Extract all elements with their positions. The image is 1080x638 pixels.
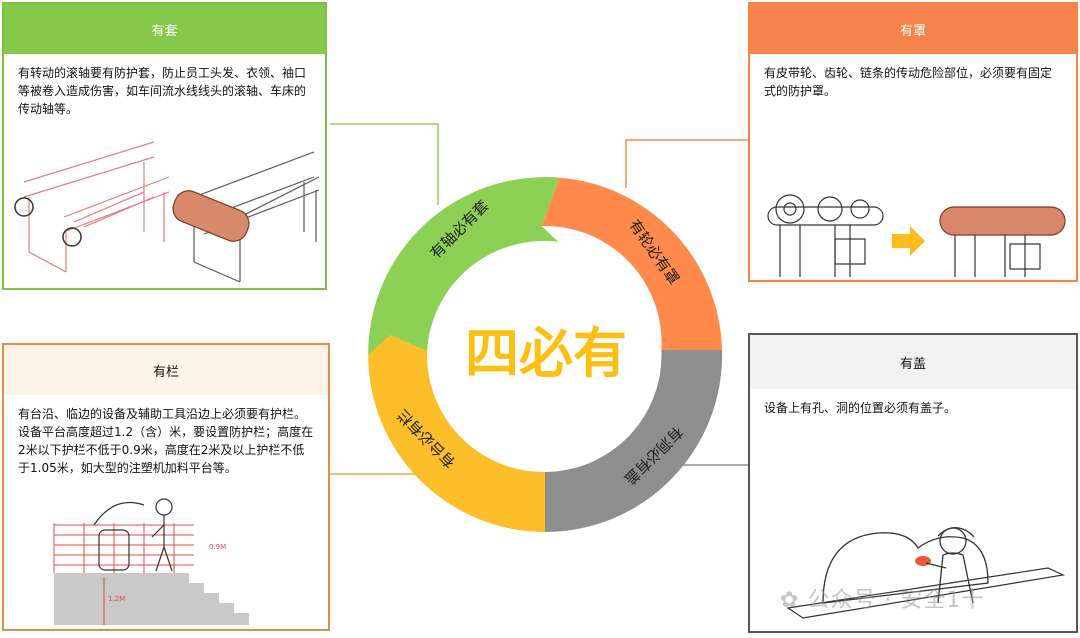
ring-segment-hole (521, 350, 723, 532)
ring-segment-platform (368, 335, 545, 532)
panel-guard: 有罩 有皮带轮、齿轮、链条的传动危险部位，必须要有固定式的防护罩。 (748, 2, 1078, 282)
panel-cover: 有盖 设备上有孔、洞的位置必须有盖子。 (748, 333, 1078, 633)
watermark: ✿ 公众号 · 安全1十 (780, 582, 984, 614)
ring-segment-wheel (541, 177, 722, 370)
railing-illustration: 0.9M 1.2M (53, 498, 249, 625)
panel-sleeve-title: 有套 (4, 4, 325, 54)
panel-railing: 有栏 有台沿、临边的设备及辅助工具沿边上必须要有护栏。设备平台高度超过1.2（含… (2, 343, 330, 631)
panel-sleeve: 有套 有转动的滚轴要有防护套，防止员工头发、衣领、袖口等被卷入造成伤害，如车间流… (2, 2, 327, 290)
platform-height-label: 1.2M (108, 595, 125, 603)
panel-guard-text: 有皮带轮、齿轮、链条的传动危险部位，必须要有固定式的防护罩。 (764, 66, 1053, 98)
conveyor-illustration (14, 141, 320, 283)
gear-guard-illustration (767, 194, 1066, 277)
wechat-icon: ✿ (780, 588, 800, 613)
rail-height-label: 0.9M (209, 543, 226, 551)
ring-segment-axle (368, 177, 560, 355)
watermark-text: 公众号 · 安全1十 (807, 588, 985, 613)
center-title: 四必有 (465, 322, 627, 385)
panel-guard-title: 有罩 (750, 4, 1076, 54)
panel-sleeve-text: 有转动的滚轴要有防护套，防止员工头发、衣领、袖口等被卷入造成伤害，如车间流水线线… (18, 66, 307, 116)
connector-top-left (330, 123, 439, 205)
connector-top-right (625, 139, 748, 188)
panel-railing-title: 有栏 (4, 345, 328, 395)
panel-railing-text: 有台沿、临边的设备及辅助工具沿边上必须要有护栏。设备平台高度超过1.2（含）米，… (18, 407, 314, 475)
panel-cover-title: 有盖 (750, 335, 1076, 389)
hole-cover-illustration (786, 527, 1066, 619)
panel-cover-text: 设备上有孔、洞的位置必须有盖子。 (764, 401, 957, 415)
